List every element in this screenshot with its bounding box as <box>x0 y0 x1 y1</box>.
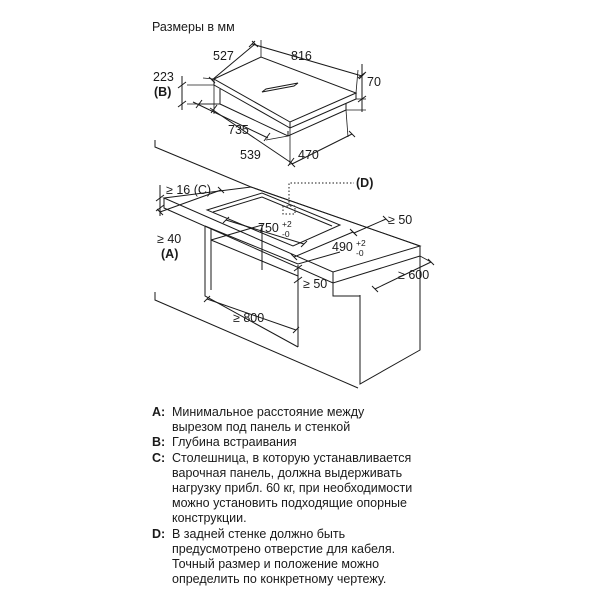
dim-470: 470 <box>288 109 356 168</box>
cabinet-left-panel <box>204 226 299 348</box>
cabinet-top-rail <box>204 225 341 265</box>
dim-50-top-label: ≥ 50 <box>388 213 412 227</box>
dim-16: ≥ 16 (C) <box>155 183 211 216</box>
countertop-top <box>162 186 422 273</box>
countertop-drawing <box>154 140 422 389</box>
dim-70-label: 70 <box>367 75 381 89</box>
legend-item-a: A: Минимальное расстояние между вырезом … <box>152 405 472 435</box>
dim-735-label: 735 <box>228 123 249 137</box>
legend-text: В задней стенке должно быть предусмотрен… <box>172 526 396 587</box>
dim-490-label: 490 <box>332 240 353 254</box>
dim-750-label: 750 <box>258 221 279 235</box>
cable-hole: (D) <box>282 176 373 215</box>
dim-600: ≥ 600 <box>371 255 435 293</box>
dim-539: 539 <box>209 85 295 167</box>
dim-600-label: ≥ 600 <box>398 268 429 282</box>
dim-A-label: (A) <box>161 247 178 261</box>
dim-800-label: ≥ 800 <box>233 311 264 325</box>
dim-750-tol-plus: +2 <box>282 219 292 229</box>
legend-key: B: <box>152 435 166 450</box>
cabinet-base <box>154 292 359 389</box>
dim-223-label: 223 <box>153 70 174 84</box>
dim-B-label: (B) <box>154 85 171 99</box>
legend-key: D: <box>152 526 166 541</box>
dim-750-tol-minus: -0 <box>282 229 290 239</box>
cooktop-vent-slot <box>261 82 299 93</box>
title: Размеры в мм <box>152 20 235 34</box>
dim-490-tol-plus: +2 <box>356 238 366 248</box>
countertop-cutout <box>205 192 342 247</box>
cable-hole-outline <box>282 205 296 215</box>
dim-16-label: ≥ 16 (C) <box>166 183 211 197</box>
cutout-inner-edge <box>212 196 333 227</box>
dim-527: 527 <box>202 40 259 84</box>
legend-key: C: <box>152 450 166 465</box>
dim-527-label: 527 <box>213 49 234 63</box>
dim-816-label: 816 <box>291 49 312 63</box>
legend-item-d: D: В задней стенке должно быть предусмот… <box>152 527 472 588</box>
legend-item-c: C: Столешница, в которую устанавливается… <box>152 451 472 527</box>
dim-539-label: 539 <box>240 148 261 162</box>
side-panel <box>332 283 360 297</box>
legend-text: Столешница, в которую устанавливается ва… <box>172 450 413 526</box>
cabinet-back <box>210 224 263 270</box>
wall-outline <box>154 140 421 385</box>
legend: A: Минимальное расстояние между вырезом … <box>152 405 472 587</box>
legend-item-b: B: Глубина встраивания <box>152 435 472 450</box>
dim-70: 70 <box>346 64 381 112</box>
dim-50-bottom: ≥ 50 <box>293 264 327 296</box>
cable-hole-leader <box>288 182 354 206</box>
cooktop-glass-top <box>212 56 358 123</box>
legend-text: Глубина встраивания <box>172 435 297 450</box>
dim-D-label: (D) <box>356 176 373 190</box>
dim-816: 816 <box>248 40 366 94</box>
dim-750: 750 +2 -0 <box>222 216 308 248</box>
dim-490: 490 +2 -0 <box>290 228 366 261</box>
dim-735: 735 <box>192 99 289 142</box>
legend-text: Минимальное расстояние между вырезом под… <box>172 405 365 435</box>
dim-50-bottom-label: ≥ 50 <box>303 277 327 291</box>
legend-key: A: <box>152 405 166 419</box>
dim-470-label: 470 <box>298 148 319 162</box>
cabinet-shelf-line <box>210 239 299 277</box>
dim-40: ≥ 40 (A) <box>156 186 225 261</box>
dim-490-tol-minus: -0 <box>356 248 364 258</box>
dim-40-label: ≥ 40 <box>157 232 181 246</box>
dim-800: ≥ 800 <box>203 295 300 334</box>
